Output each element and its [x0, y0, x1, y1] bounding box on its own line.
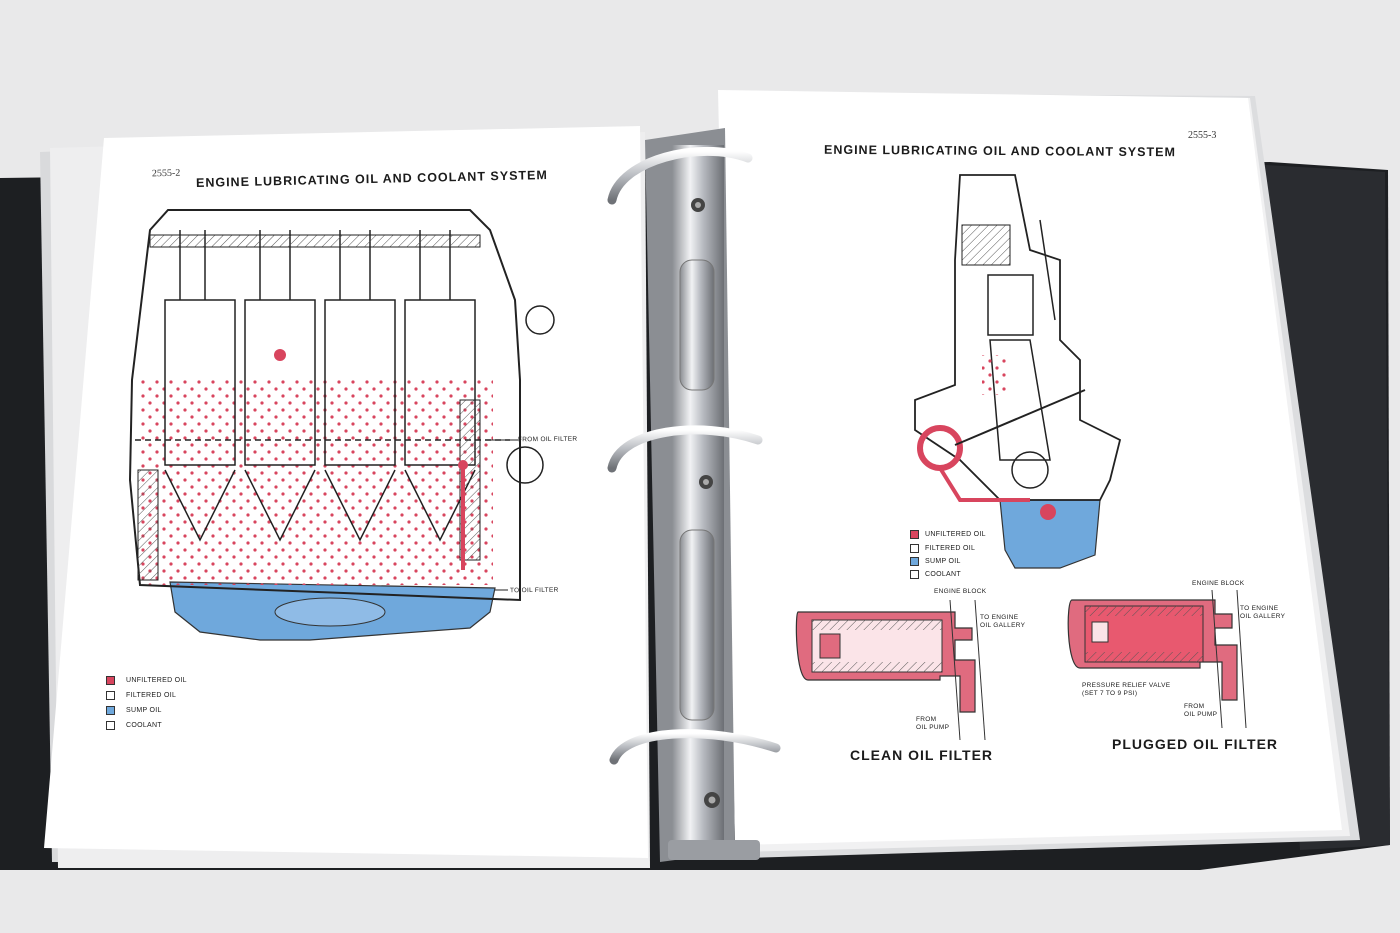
- plugged-filter-oil-pump-label: OIL PUMP: [1184, 711, 1218, 718]
- legend-swatch-filtered-oil: [910, 544, 919, 553]
- legend-label-filtered-oil: FILTERED OIL: [925, 545, 976, 552]
- left-page-number: 2555-2: [151, 167, 181, 180]
- plugged-filter-relief-valve-label: PRESSURE RELIEF VALVE: [1082, 682, 1171, 689]
- plugged-filter-engine-block-label: ENGINE BLOCK: [1192, 580, 1245, 587]
- legend-label-filtered-oil: FILTERED OIL: [126, 692, 177, 699]
- right-page-number: 2555-3: [1188, 130, 1217, 141]
- single-cylinder-diagram: [914, 174, 1122, 569]
- right-page: [718, 90, 1342, 845]
- callout-from-oil-filter: FROM OIL FILTER: [517, 435, 578, 444]
- clean-filter-oil-pump-label: OIL PUMP: [916, 724, 950, 731]
- plugged-filter-relief-setting-label: (SET 7 TO 9 PSI): [1082, 690, 1138, 697]
- binder-lever: [668, 840, 760, 860]
- legend-label-coolant: COOLANT: [925, 571, 961, 578]
- legend-swatch-filtered-oil: [106, 691, 115, 700]
- binder-spine: [672, 145, 724, 850]
- legend-label-unfiltered-oil: UNFILTERED OIL: [126, 677, 187, 684]
- binder-ring-bottom: [609, 729, 781, 765]
- binder-ring-top: [607, 146, 753, 205]
- legend-swatch-coolant: [106, 721, 115, 730]
- legend-label-sump-oil: SUMP OIL: [126, 707, 162, 714]
- legend-swatch-sump-oil: [106, 706, 115, 715]
- binder-ring-middle: [607, 425, 763, 473]
- clean-oil-filter-caption: CLEAN OIL FILTER: [850, 747, 994, 763]
- clean-filter-engine-block-label: ENGINE BLOCK: [934, 588, 987, 595]
- clean-oil-filter-diagram: [795, 599, 986, 741]
- legend-label-sump-oil: SUMP OIL: [925, 558, 961, 565]
- plugged-oil-filter-caption: PLUGGED OIL FILTER: [1112, 736, 1279, 752]
- legend-swatch-unfiltered-oil: [910, 530, 919, 539]
- plugged-filter-from-label: FROM: [1184, 703, 1205, 710]
- right-page-title: ENGINE LUBRICATING OIL AND COOLANT SYSTE…: [823, 142, 1176, 160]
- legend-swatch-unfiltered-oil: [106, 676, 115, 685]
- legend-label-unfiltered-oil: UNFILTERED OIL: [925, 531, 986, 538]
- clean-filter-from-label: FROM: [916, 716, 937, 723]
- engine-cross-section-diagram: [128, 209, 555, 641]
- clean-filter-to-engine-label: TO ENGINE: [980, 614, 1019, 621]
- legend-swatch-sump-oil: [910, 557, 919, 566]
- plugged-filter-oil-gallery-label: OIL GALLERY: [1240, 613, 1286, 620]
- plugged-filter-to-engine-label: TO ENGINE: [1240, 605, 1279, 612]
- clean-filter-oil-gallery-label: OIL GALLERY: [980, 622, 1026, 629]
- plugged-oil-filter-diagram: [1067, 589, 1247, 729]
- legend-label-coolant: COOLANT: [126, 722, 162, 729]
- callout-to-oil-filter: TO OIL FILTER: [509, 586, 559, 595]
- legend-swatch-coolant: [910, 570, 919, 579]
